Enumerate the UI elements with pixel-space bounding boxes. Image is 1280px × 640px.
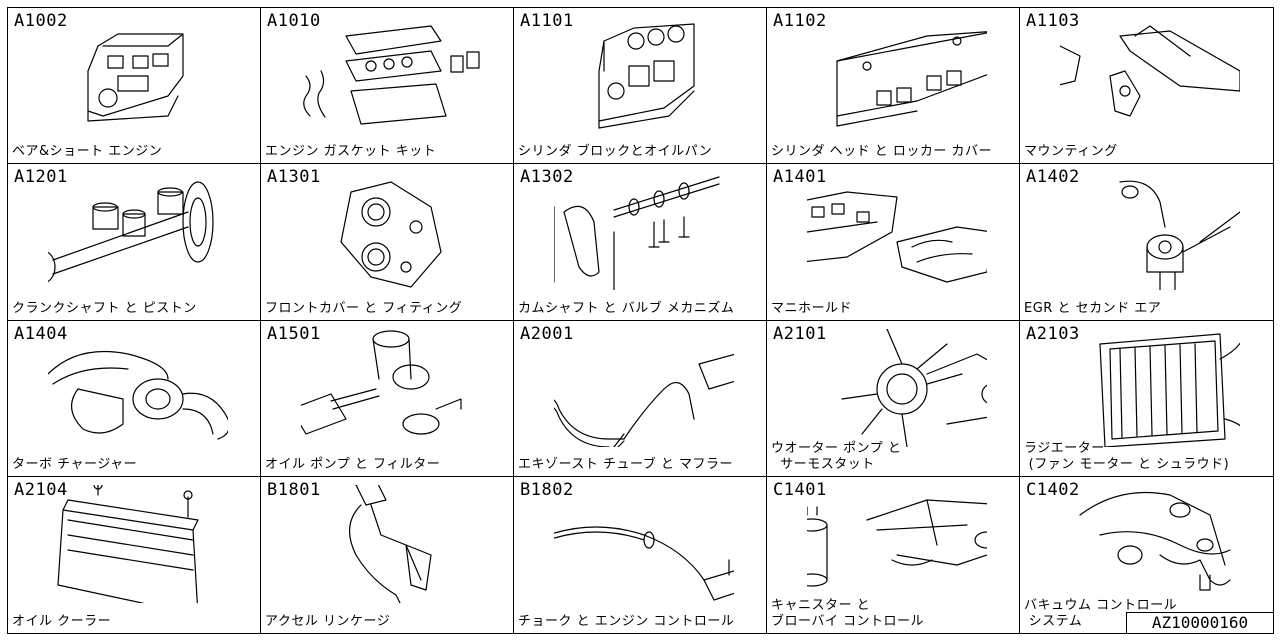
water-pump-icon [807,327,1013,448]
catalog-cell-a1401[interactable]: A1401 マニホールド [767,164,1020,321]
vacuum-control-icon [1060,485,1240,603]
cylinder-head-icon [807,16,998,134]
turbocharger-icon [47,329,230,447]
part-code: A1302 [520,167,574,188]
catalog-cell-a1402[interactable]: A1402 EGR と セカンド エア [1020,164,1273,321]
catalog-cell-a1404[interactable]: A1404 ターボ チャージャー [8,320,261,477]
part-label: カムシャフト と バルブ メカニズム [518,300,735,316]
part-code: A2103 [1026,323,1080,344]
catalog-cell-a1101[interactable]: A1101 シリンダ ブロックとオイルパン [514,8,767,165]
part-code: A1002 [14,11,68,31]
mounting-icon [1044,16,1241,134]
catalog-cell-c1401[interactable]: C1401 キャニスター と ブローバイ コントロール [767,476,1020,633]
part-label: シリンダ ヘッド と ロッカー カバー [771,144,993,160]
catalog-cell-a1010[interactable]: A1010 エンジン ガスケット キット [261,8,514,165]
manifold-icon [796,172,993,290]
part-code: A2104 [14,479,68,500]
part-code: A1501 [267,323,321,344]
engine-block-icon [48,16,228,134]
cylinder-block-icon [554,16,734,134]
part-code: A2101 [773,323,827,344]
catalog-cell-a1302[interactable]: A1302 カムシャフト と バルブ メカニズム [514,164,767,321]
radiator-icon [1060,329,1251,448]
part-code: A1103 [1026,11,1080,31]
part-label: ターボ チャージャー [12,456,138,472]
egr-valve-icon [1060,172,1241,291]
catalog-reference-code: AZ10000160 [1126,612,1274,634]
catalog-cell-b1802[interactable]: B1802 チョーク と エンジン コントロール [514,476,767,633]
catalog-cell-a1201[interactable]: A1201 クランクシャフト と ピストン [8,164,261,321]
part-label: ウオーター ポンプ と サーモスタット [771,440,902,472]
part-code: C1402 [1026,479,1080,500]
oil-pump-filter-icon [290,329,481,447]
part-label: バキュウム コントロール システム [1024,598,1178,629]
catalog-cell-a1501[interactable]: A1501 オイル ポンプ と フィルター [261,320,514,477]
part-code: A1401 [773,167,827,188]
part-code: A2001 [520,323,574,344]
part-label: フロントカバー と フィティング [265,300,463,316]
part-label: クランクシャフト と ピストン [12,300,197,316]
front-cover-icon [301,172,481,290]
catalog-cell-a2001[interactable]: A2001 エキゾースト チューブ と マフラー [514,320,767,477]
catalog-cell-a1103[interactable]: A1103 マウンティング [1020,8,1273,165]
accelerator-pedal-icon [301,479,481,606]
part-code: A1301 [267,167,321,188]
part-code: A1010 [267,11,321,31]
part-label: EGR と セカンド エア [1024,300,1162,316]
canister-icon [796,485,1018,603]
catalog-cell-a2104[interactable]: A2104 オイル クーラー [8,476,261,633]
part-code: A1402 [1026,167,1080,188]
catalog-cell-a1301[interactable]: A1301 フロントカバー と フィティング [261,164,514,321]
parts-catalog-grid: A1002 ベア&ショート エンジン A1010 エンジン ガスケット キット … [7,7,1274,634]
part-label: ラジエーター (ファン モーター と シュラウド) [1024,440,1230,472]
catalog-cell-c1402[interactable]: C1402 バキュウム コントロール システム [1020,476,1273,633]
camshaft-valve-icon [553,172,734,291]
choke-cable-icon [523,485,760,603]
part-label: エンジン ガスケット キット [265,144,437,160]
part-label: アクセル リンケージ [265,614,391,629]
oil-cooler-icon [48,479,228,616]
part-code: A1404 [14,323,68,344]
part-code: A1201 [14,167,68,188]
catalog-cell-a1102[interactable]: A1102 シリンダ ヘッド と ロッカー カバー [767,8,1020,165]
part-label: チョーク と エンジン コントロール [518,614,735,629]
part-code: A1101 [520,11,574,31]
part-label: キャニスター と ブローバイ コントロール [771,598,925,629]
part-label: シリンダ ブロックとオイルパン [518,144,713,160]
part-code: B1802 [520,479,574,500]
catalog-cell-a2101[interactable]: A2101 ウオーター ポンプ と サーモスタット [767,320,1020,477]
part-label: マウンティング [1024,144,1118,160]
part-label: オイル ポンプ と フィルター [265,456,441,472]
crankshaft-piston-icon [30,172,228,290]
part-code: A1102 [773,11,827,31]
part-code: C1401 [773,479,827,500]
part-code: B1801 [267,479,321,500]
gasket-kit-icon [301,16,481,134]
catalog-cell-a2103[interactable]: A2103 ラジエーター (ファン モーター と シュラウド) [1020,320,1273,477]
catalog-cell-b1801[interactable]: B1801 アクセル リンケージ [261,476,514,633]
part-label: エキゾースト チューブ と マフラー [518,456,733,472]
catalog-cell-a1002[interactable]: A1002 ベア&ショート エンジン [8,8,261,165]
part-label: ベア&ショート エンジン [12,144,163,160]
exhaust-muffler-icon [543,329,766,450]
part-label: マニホールド [771,300,853,316]
part-label: オイル クーラー [12,614,112,629]
